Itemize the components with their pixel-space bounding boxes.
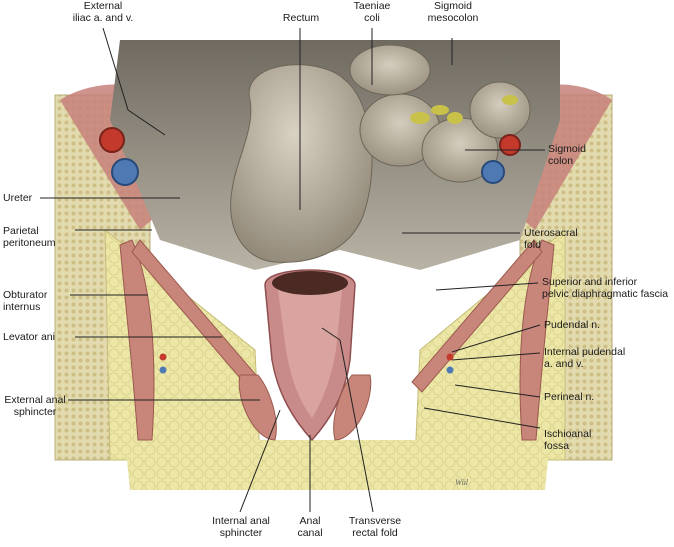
label-pudendal-n: Pudendal n. [544,319,601,331]
label-ischioanal-fossa: Ischioanal fossa [544,428,592,452]
leader-lines [40,27,545,513]
rectal-mucosa [278,278,342,418]
rectal-lumen [272,271,348,295]
lower-fat [125,440,550,490]
label-pelvic-diaphragmatic-fascia: Superior and inferior pelvic diaphragmat… [542,276,669,300]
label-uterosacral-fold: Uterosacral fold [524,227,578,251]
label-transverse-rectal-fold: Transverse rectal fold [348,515,402,539]
label-internal-pudendal: Internal pudendal a. and v. [544,346,626,370]
label-sigmoid-mesocolon: Sigmoid mesocolon [427,0,479,24]
obturator-internus-left [119,239,155,441]
label-external-iliac: External iliac a. and v. [72,0,134,24]
label-external-anal-sphincter: External anal sphincter [4,394,66,418]
label-parietal-peritoneum: Parietal peritoneum [3,225,56,249]
label-taeniae-coli: Taeniae coli [353,0,391,24]
obturator-internus-right [519,239,555,441]
label-rectum: Rectum [282,12,320,24]
external-anal-sphincter-right [333,374,372,441]
label-levator-ani: Levator ani [3,331,55,343]
internal-pudendal-vessels [159,353,454,374]
label-perineal-n: Perineal n. [544,391,595,403]
label-anal-canal: Anal canal [297,515,323,539]
levator-ani-right [411,239,543,393]
label-ureter: Ureter [3,192,33,204]
label-obturator-internus: Obturator internus [3,289,48,313]
sigmoid-colon [349,44,531,183]
rectum-body [230,64,373,263]
label-internal-anal-sphincter: Internal anal sphincter [212,515,270,539]
artist-signature: Wül [455,478,468,487]
label-sigmoid-colon: Sigmoid colon [548,143,586,167]
